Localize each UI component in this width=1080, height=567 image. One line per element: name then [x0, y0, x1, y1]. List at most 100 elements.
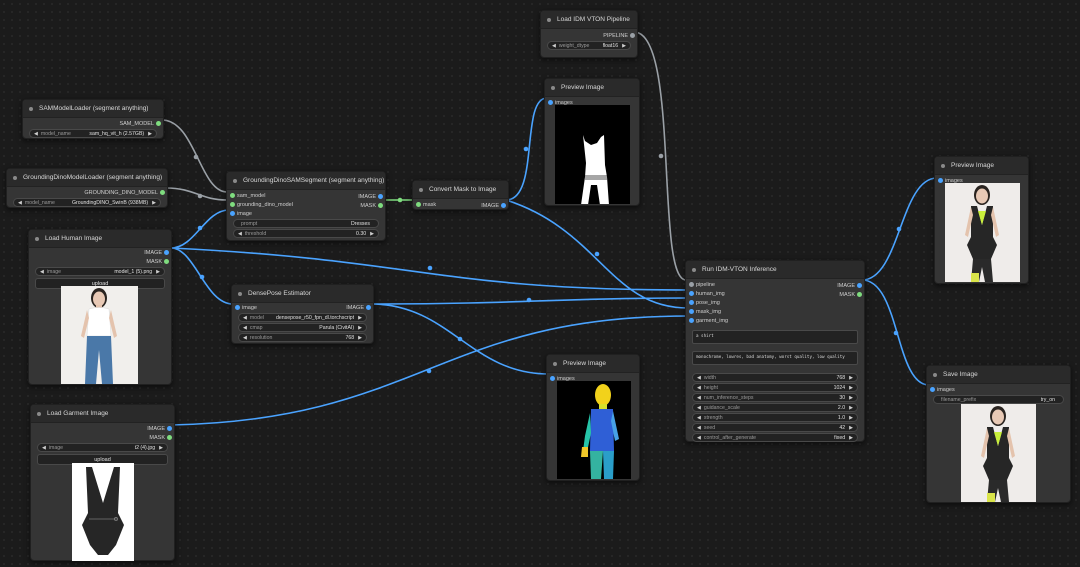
collapse-dot-icon[interactable] — [13, 175, 17, 180]
input-socket-images[interactable] — [548, 100, 553, 105]
node-header[interactable]: Preview Image — [935, 157, 1028, 175]
node-preview-result[interactable]: Preview Image images — [934, 156, 1029, 284]
node-grounding-dino-sam-segment[interactable]: GroundingDinoSAMSegment (segment anythin… — [226, 171, 386, 241]
node-run-idm-vton-inference[interactable]: Run IDM-VTON Inference pipeline human_im… — [685, 260, 865, 442]
node-header[interactable]: GroundingDinoModelLoader (segment anythi… — [7, 169, 167, 187]
node-header[interactable]: Save Image — [927, 366, 1070, 384]
output-socket-image[interactable] — [501, 203, 506, 208]
input-socket-human-img[interactable] — [689, 291, 694, 296]
input-socket-mask-img[interactable] — [689, 309, 694, 314]
left-arrow-icon[interactable]: ◀ — [40, 268, 44, 275]
right-arrow-icon[interactable]: ▶ — [849, 404, 853, 411]
collapse-dot-icon[interactable] — [692, 267, 696, 272]
right-arrow-icon[interactable]: ▶ — [849, 434, 853, 441]
left-arrow-icon[interactable]: ◀ — [238, 230, 242, 237]
collapse-dot-icon[interactable] — [419, 187, 423, 192]
left-arrow-icon[interactable]: ◀ — [552, 42, 556, 49]
right-arrow-icon[interactable]: ▶ — [370, 230, 374, 237]
node-header[interactable]: Load IDM VTON Pipeline — [541, 11, 637, 29]
left-arrow-icon[interactable]: ◀ — [697, 394, 701, 401]
output-socket-mask[interactable] — [164, 259, 169, 264]
output-socket-mask[interactable] — [857, 292, 862, 297]
node-convert-mask-to-image[interactable]: Convert Mask to Image mask IMAGE — [412, 180, 509, 210]
left-arrow-icon[interactable]: ◀ — [243, 334, 247, 341]
right-arrow-icon[interactable]: ▶ — [849, 374, 853, 381]
node-load-idm-pipeline[interactable]: Load IDM VTON Pipeline PIPELINE ◀weight_… — [540, 10, 638, 58]
collapse-dot-icon[interactable] — [553, 361, 557, 366]
right-arrow-icon[interactable]: ▶ — [159, 444, 163, 451]
node-header[interactable]: Run IDM-VTON Inference — [686, 261, 864, 279]
right-arrow-icon[interactable]: ▶ — [849, 394, 853, 401]
input-socket-sam-model[interactable] — [230, 193, 235, 198]
negative-prompt-textarea[interactable]: monochrome, lowres, bad anatomy, worst q… — [692, 351, 858, 365]
output-socket-image[interactable] — [366, 305, 371, 310]
collapse-dot-icon[interactable] — [37, 411, 41, 416]
left-arrow-icon[interactable]: ◀ — [34, 130, 38, 137]
collapse-dot-icon[interactable] — [547, 17, 551, 22]
node-header[interactable]: GroundingDinoSAMSegment (segment anythin… — [227, 172, 385, 190]
node-header[interactable]: Convert Mask to Image — [413, 181, 508, 199]
left-arrow-icon[interactable]: ◀ — [697, 374, 701, 381]
node-sam-model-loader[interactable]: SAMModelLoader (segment anything) SAM_MO… — [22, 99, 164, 139]
collapse-dot-icon[interactable] — [29, 106, 33, 111]
right-arrow-icon[interactable]: ▶ — [849, 414, 853, 421]
input-socket-images[interactable] — [550, 376, 555, 381]
collapse-dot-icon[interactable] — [933, 372, 937, 377]
output-socket-image[interactable] — [164, 250, 169, 255]
output-socket-dino-model[interactable] — [160, 190, 165, 195]
node-header[interactable]: Preview Image — [545, 79, 639, 97]
output-socket-pipeline[interactable] — [630, 33, 635, 38]
garment-description-textarea[interactable]: a shirt — [692, 330, 858, 344]
node-grounding-dino-loader[interactable]: GroundingDinoModelLoader (segment anythi… — [6, 168, 168, 208]
right-arrow-icon[interactable]: ▶ — [358, 314, 362, 321]
output-socket-sam-model[interactable] — [156, 121, 161, 126]
node-header[interactable]: Load Garment Image — [31, 405, 174, 423]
output-socket-image[interactable] — [378, 194, 383, 199]
left-arrow-icon[interactable]: ◀ — [697, 424, 701, 431]
node-header[interactable]: DensePose Estimator — [232, 285, 373, 303]
right-arrow-icon[interactable]: ▶ — [148, 130, 152, 137]
left-arrow-icon[interactable]: ◀ — [697, 404, 701, 411]
right-arrow-icon[interactable]: ▶ — [849, 384, 853, 391]
node-preview-mask[interactable]: Preview Image images — [544, 78, 640, 206]
output-socket-mask[interactable] — [378, 203, 383, 208]
left-arrow-icon[interactable]: ◀ — [697, 414, 701, 421]
right-arrow-icon[interactable]: ▶ — [849, 424, 853, 431]
input-socket-image[interactable] — [230, 211, 235, 216]
node-header[interactable]: SAMModelLoader (segment anything) — [23, 100, 163, 118]
output-socket-mask[interactable] — [167, 435, 172, 440]
input-socket-image[interactable] — [235, 305, 240, 310]
left-arrow-icon[interactable]: ◀ — [243, 314, 247, 321]
input-socket-dino-model[interactable] — [230, 202, 235, 207]
node-preview-densepose[interactable]: Preview Image images — [546, 354, 640, 481]
output-socket-image[interactable] — [167, 426, 172, 431]
input-socket-images[interactable] — [938, 178, 943, 183]
collapse-dot-icon[interactable] — [35, 236, 39, 241]
left-arrow-icon[interactable]: ◀ — [42, 444, 46, 451]
input-socket-pose-img[interactable] — [689, 300, 694, 305]
input-socket-mask[interactable] — [416, 202, 421, 207]
right-arrow-icon[interactable]: ▶ — [152, 199, 156, 206]
output-socket-image[interactable] — [857, 283, 862, 288]
left-arrow-icon[interactable]: ◀ — [697, 384, 701, 391]
input-socket-images[interactable] — [930, 387, 935, 392]
left-arrow-icon[interactable]: ◀ — [18, 199, 22, 206]
